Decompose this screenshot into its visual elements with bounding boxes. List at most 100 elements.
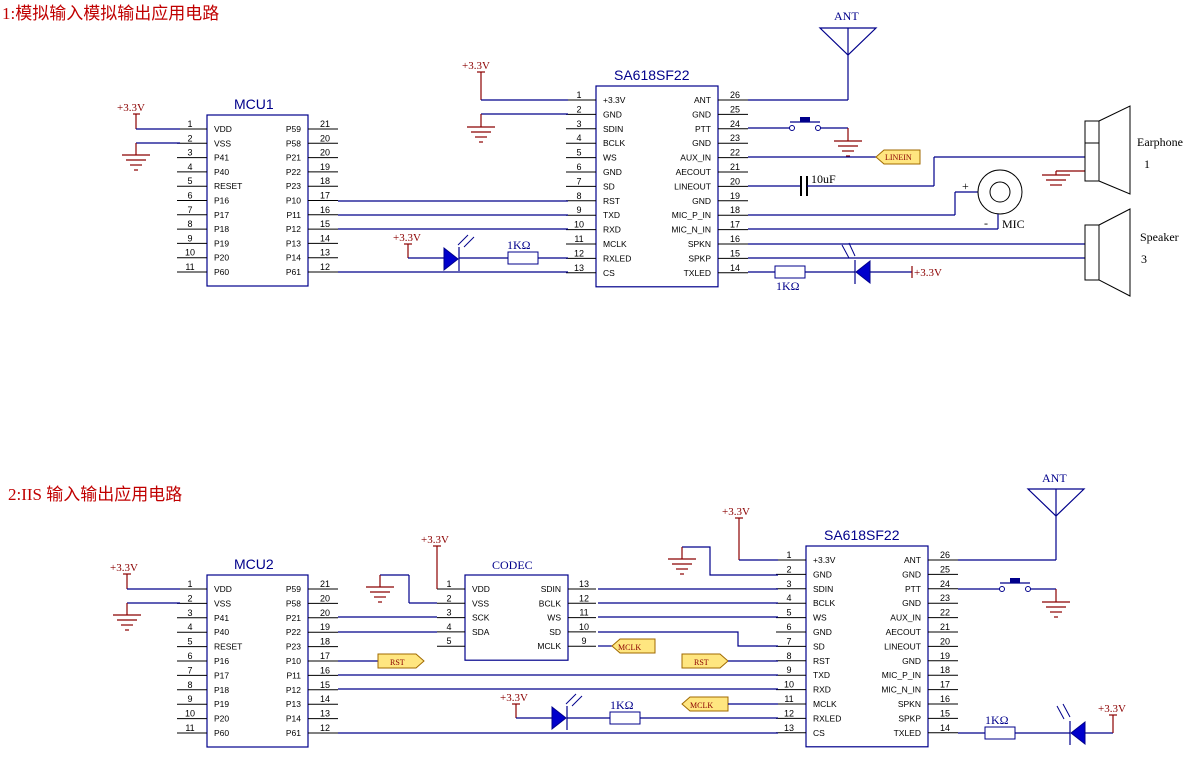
net-flag-mclk-codec: MCLK: [598, 638, 656, 654]
pin-number: 1: [187, 579, 192, 589]
pin-number: 19: [940, 651, 950, 661]
pin-number: 14: [940, 723, 950, 733]
pin-name: MIC_N_IN: [671, 225, 711, 235]
pin-number: 4: [187, 162, 192, 172]
pin-name: PTT: [905, 584, 921, 594]
pin-name: WS: [547, 613, 561, 623]
pin-number: 13: [320, 709, 330, 719]
pin-name: P20: [214, 253, 229, 263]
svg-text:ANT: ANT: [834, 9, 859, 23]
mcu1-power: +3.3V: [117, 102, 180, 130]
pin-name: AECOUT: [676, 167, 711, 177]
pin-name: MCLK: [537, 641, 561, 651]
pin-number: 1: [576, 90, 581, 100]
pin-number: 15: [940, 708, 950, 718]
pin-name: P60: [214, 728, 229, 738]
pin-number: 12: [320, 262, 330, 272]
pin-name: CS: [813, 728, 825, 738]
mcu1-title: MCU1: [234, 96, 274, 112]
pin-name: RESET: [214, 642, 242, 652]
pin-number: 9: [786, 665, 791, 675]
pin-number: 10: [574, 220, 584, 230]
codec-body: [464, 574, 569, 661]
pin-number: 11: [784, 694, 793, 704]
pin-number: 16: [320, 205, 330, 215]
pin-name: P22: [286, 627, 301, 637]
pin-name: P10: [286, 196, 301, 206]
pin-number: 17: [320, 191, 330, 201]
pin-name: P21: [286, 613, 301, 623]
pin-number: 20: [320, 593, 330, 603]
pin-number: 16: [730, 234, 740, 244]
pin-number: 4: [187, 622, 192, 632]
pin-name: SDIN: [603, 124, 623, 134]
pin-number: 16: [320, 665, 330, 675]
pin-number: 18: [320, 637, 330, 647]
pin-name: P11: [287, 210, 302, 220]
pin-name: SDA: [472, 627, 490, 637]
pin-number: 21: [320, 119, 330, 129]
svg-text:1KΩ: 1KΩ: [985, 713, 1009, 727]
pin-number: 18: [730, 205, 740, 215]
pin-number: 4: [786, 593, 791, 603]
pin-name: P23: [286, 181, 301, 191]
pin-name: P10: [286, 656, 301, 666]
pin-name: MIC_P_IN: [882, 670, 921, 680]
pin-number: 1: [446, 579, 451, 589]
pin-number: 5: [576, 148, 581, 158]
pin-number: 8: [576, 191, 581, 201]
svg-text:RST: RST: [390, 658, 405, 667]
pin-name: TXLED: [894, 728, 921, 738]
pin-number: 8: [786, 651, 791, 661]
pin-number: 15: [730, 248, 740, 258]
pin-number: 5: [446, 636, 451, 646]
pin-name: MIC_P_IN: [672, 210, 711, 220]
pin-number: 18: [940, 665, 950, 675]
pin-number: 19: [730, 191, 740, 201]
pin-number: 21: [730, 162, 740, 172]
pin-number: 5: [786, 608, 791, 618]
pin-name: GND: [692, 138, 711, 148]
pin-number: 20: [320, 133, 330, 143]
pin-number: 4: [446, 622, 451, 632]
svg-text:+3.3V: +3.3V: [500, 692, 528, 704]
mcu2-ground-icon: [113, 602, 180, 631]
svg-text:+3.3V: +3.3V: [462, 60, 490, 72]
pin-number: 20: [320, 148, 330, 158]
pin-name: GND: [603, 109, 622, 119]
pin-name: RST: [813, 656, 830, 666]
pin-name: TXLED: [684, 268, 711, 278]
pin-number: 21: [320, 579, 330, 589]
codec-title: CODEC: [492, 558, 533, 572]
pin-name: BCLK: [603, 138, 626, 148]
pin-name: P58: [286, 138, 301, 148]
pin-name: GND: [902, 656, 921, 666]
pin-name: VDD: [214, 124, 232, 134]
sa2-title: SA618SF22: [824, 527, 900, 543]
pin-name: RXD: [603, 225, 621, 235]
pin-name: P59: [286, 584, 301, 594]
pin-number: 6: [187, 191, 192, 201]
pin-number: 9: [581, 636, 586, 646]
led-rxled-1: +3.3V: [393, 232, 508, 272]
pin-number: 3: [786, 579, 791, 589]
pin-number: 3: [576, 119, 581, 129]
pin-name: AUX_IN: [890, 613, 921, 623]
svg-text:3: 3: [1141, 252, 1147, 266]
sa2-body: [805, 545, 929, 748]
pin-name: SDIN: [813, 584, 833, 594]
pin-number: 25: [940, 564, 950, 574]
pin-number: 23: [730, 133, 740, 143]
svg-text:MIC: MIC: [1002, 217, 1025, 231]
svg-text:RST: RST: [694, 658, 709, 667]
pin-name: AECOUT: [886, 627, 921, 637]
capacitor-lineout: 10uF: [748, 156, 1085, 196]
pin-number: 3: [187, 148, 192, 158]
svg-text:+3.3V: +3.3V: [914, 267, 942, 279]
svg-text:1KΩ: 1KΩ: [610, 698, 634, 712]
